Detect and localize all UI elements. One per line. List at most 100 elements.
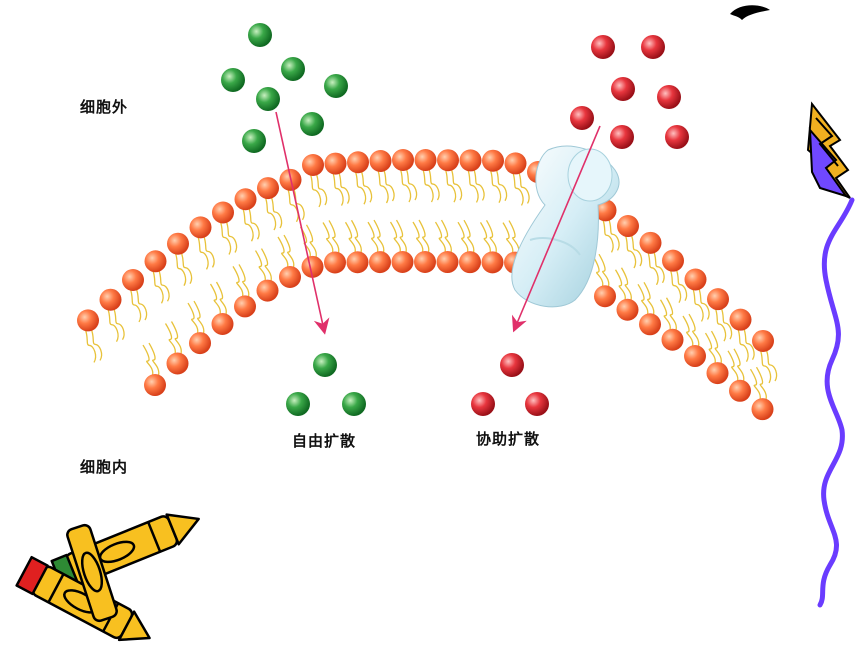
green-molecule — [256, 87, 280, 111]
phospholipid-head — [436, 251, 459, 274]
lipid-tail — [238, 264, 250, 299]
lipid-tail — [283, 234, 295, 270]
red-molecule — [570, 106, 594, 130]
lipid-tail — [376, 168, 389, 204]
phospholipid-head — [257, 177, 279, 200]
lipid-tail — [219, 220, 232, 255]
lipid-tail — [479, 222, 491, 255]
phospholipid-head — [212, 201, 234, 224]
lipid-tail — [322, 222, 334, 255]
phospholipid-head — [707, 288, 729, 311]
phospholipid-head — [324, 152, 347, 175]
red-molecule — [665, 125, 689, 149]
phospholipid-head — [751, 398, 774, 421]
green-molecule — [313, 353, 337, 377]
lipid-tail — [170, 321, 182, 356]
lipid-tail — [193, 300, 205, 336]
phospholipid-head — [369, 150, 392, 173]
phospholipid-head — [122, 268, 144, 291]
phospholipid-head — [234, 188, 257, 211]
phospholipid-head — [661, 328, 684, 351]
lipid-tail — [489, 168, 502, 204]
lipid-tail — [697, 287, 710, 320]
wavy-line-decoration — [817, 197, 855, 608]
lipid-tail — [264, 195, 277, 231]
red-molecule — [641, 35, 665, 59]
red-molecule — [591, 35, 615, 59]
red-molecules — [471, 35, 689, 416]
green-molecule — [324, 74, 348, 98]
phospholipid-head — [346, 251, 369, 274]
lipid-tail — [292, 187, 305, 221]
phospholipid-head — [302, 153, 324, 176]
lipid-tail — [367, 221, 379, 255]
lipid-tail — [412, 221, 424, 255]
lipid-tail — [759, 348, 772, 384]
phospholipid-head — [662, 249, 684, 272]
lipid-tail — [624, 233, 637, 269]
facilitated-diffusion-label: 协助扩散 — [476, 430, 541, 448]
phospholipid-head — [77, 309, 99, 332]
phospholipid-head — [504, 152, 527, 175]
lipid-tail — [710, 330, 722, 366]
phospholipid-heads — [77, 149, 774, 421]
phospholipid-head — [211, 313, 234, 336]
lipid-tail — [354, 170, 367, 205]
lipid-tail — [389, 221, 401, 255]
lipid-tail — [675, 268, 688, 302]
lipid-tail — [395, 219, 407, 255]
phospholipid-head — [752, 329, 774, 352]
ink-blob-decoration — [730, 5, 770, 20]
phospholipid-head — [459, 251, 481, 274]
lipid-tail — [277, 236, 289, 270]
lipid-tail — [106, 307, 119, 343]
lipid-tail — [659, 299, 671, 332]
phospholipid-head — [414, 149, 437, 172]
lipid-tail — [749, 368, 761, 402]
lipid-tail — [254, 250, 266, 283]
lipid-tail — [373, 219, 385, 255]
lipid-tail — [112, 307, 125, 341]
lipid-tail — [485, 220, 497, 255]
phospholipid-head — [617, 215, 639, 238]
phospholipid-head — [684, 268, 707, 291]
phospholipid-head — [301, 255, 324, 278]
lipid-tail — [418, 219, 430, 255]
red-molecule — [525, 392, 549, 416]
lipid-tail — [157, 269, 170, 302]
lipid-tail — [151, 269, 164, 304]
phospholipid-head — [729, 379, 751, 402]
lipid-tails — [84, 167, 778, 402]
lipid-tail — [187, 302, 199, 336]
lipid-tail — [427, 167, 440, 201]
lipid-tail — [733, 348, 745, 384]
lipid-tail — [727, 350, 739, 384]
lipid-tail — [225, 220, 238, 253]
red-molecule — [471, 392, 495, 416]
green-molecule — [281, 57, 305, 81]
phospholipid-head — [639, 313, 661, 336]
lipid-tail — [260, 248, 272, 283]
lipid-tail — [665, 297, 677, 332]
lipid-tail — [142, 344, 154, 378]
lipid-tail — [637, 283, 649, 317]
lipid-tail — [350, 219, 362, 255]
crayon-clipart-icon — [15, 513, 200, 642]
lipid-tail — [463, 219, 475, 255]
phospholipid-head — [414, 251, 436, 274]
lipid-tail — [630, 233, 643, 267]
lipid-tail — [466, 168, 479, 203]
red-molecule — [611, 77, 635, 101]
lipid-tail — [232, 266, 244, 299]
lipid-tail — [598, 253, 610, 289]
lipid-tail — [399, 167, 412, 203]
lipid-tail — [592, 255, 604, 289]
zigzag-clipart-icon — [806, 101, 851, 199]
lipid-tail — [643, 281, 655, 317]
lipid-tail — [337, 171, 350, 204]
lipid-tail — [736, 327, 749, 363]
intracellular-label: 细胞内 — [80, 458, 129, 476]
lipid-tail — [704, 332, 716, 366]
lipid-tail — [129, 287, 142, 323]
lipid-tail — [84, 328, 97, 363]
